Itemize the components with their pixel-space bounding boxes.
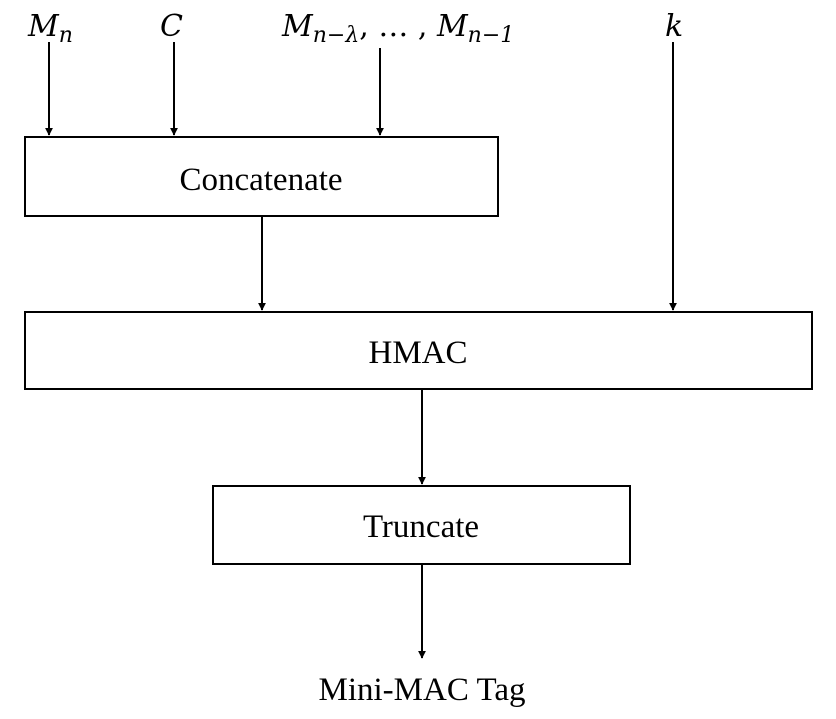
concatenate-block	[24, 136, 499, 217]
input-prev-separator: , … ,	[359, 9, 437, 44]
hmac-label: HMAC	[368, 335, 467, 371]
input-prev-last-base: M	[436, 9, 469, 44]
truncate-label: Truncate	[363, 509, 479, 545]
input-c-label: C	[160, 9, 183, 44]
concatenate-label: Concatenate	[179, 162, 342, 198]
input-prev-first-sub: n−λ	[313, 23, 360, 48]
input-k-label: k	[665, 9, 683, 44]
input-mn-sub: n	[59, 23, 73, 48]
input-prev-last-sub: n−1	[468, 23, 515, 48]
input-mn-base: M	[27, 9, 60, 44]
input-prev-first-base: M	[281, 9, 314, 44]
hmac-block	[24, 311, 813, 390]
truncate-block	[212, 485, 631, 565]
input-mn-label: Mn	[27, 9, 73, 48]
output-tag-label: Mini-MAC Tag	[318, 672, 525, 708]
input-prev-messages-label: Mn−λ, … , Mn−1	[281, 9, 514, 48]
